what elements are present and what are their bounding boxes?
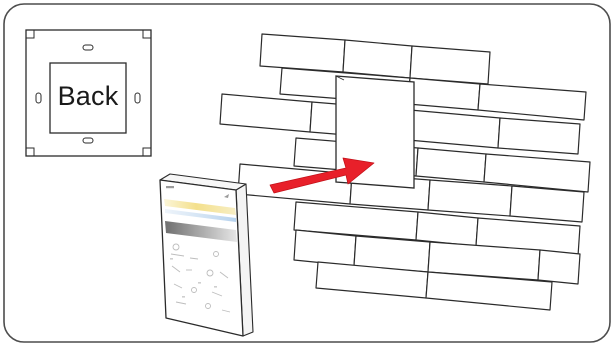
screw-slot-right bbox=[134, 92, 141, 104]
back-plate-label: Back bbox=[57, 80, 119, 111]
back-plate-icon bbox=[25, 29, 152, 157]
screw-slot-top bbox=[82, 44, 94, 51]
brick-wall-icon bbox=[219, 33, 591, 311]
cool-white-strip bbox=[165, 209, 236, 222]
insert-arrow-icon bbox=[269, 157, 375, 194]
screw-slot-bottom bbox=[82, 137, 94, 144]
warm-white-strip bbox=[164, 199, 236, 215]
screw-slot-left bbox=[35, 92, 42, 104]
touch-panel-icon bbox=[159, 173, 254, 337]
brightness-strip bbox=[165, 221, 237, 242]
